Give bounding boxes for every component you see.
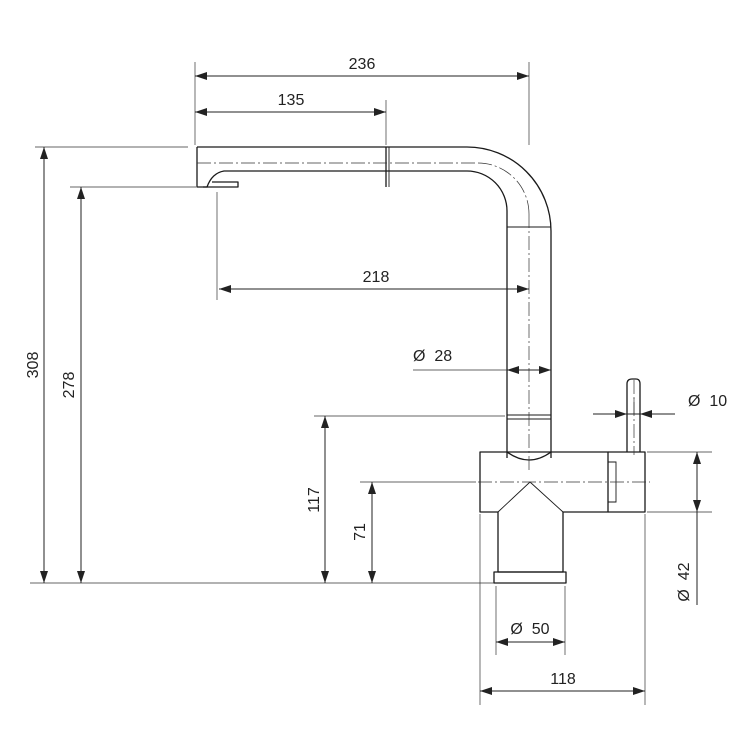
faucet-body — [479, 451, 609, 573]
lever-handle — [626, 378, 641, 452]
label-base-diameter: Ø 50 — [510, 621, 549, 638]
label-overall-width: 236 — [349, 56, 376, 73]
label-outlet-height: 278 — [61, 372, 78, 399]
label-tube-diameter: Ø 28 — [413, 348, 452, 365]
label-total-height: 308 — [25, 352, 42, 379]
label-joint-height: 117 — [306, 487, 323, 513]
spout-arm — [196, 146, 552, 458]
label-pullout-length: 135 — [278, 92, 305, 109]
spout-outlet — [203, 181, 239, 188]
center-lines — [197, 162, 650, 483]
extension-lines — [30, 62, 712, 705]
label-body-diameter: Ø 42 — [676, 562, 693, 601]
label-lever-axis-height: 71 — [352, 523, 369, 541]
base-plate — [493, 571, 567, 584]
label-reach: 218 — [363, 269, 390, 286]
dimension-labels: 236 135 218 308 278 Ø 28 Ø 10 117 71 Ø 4… — [25, 56, 727, 688]
label-lever-diameter: Ø 10 — [688, 393, 727, 410]
label-base-to-lever: 118 — [550, 671, 576, 688]
dimension-lines — [40, 72, 701, 695]
faucet-outline — [196, 146, 646, 584]
